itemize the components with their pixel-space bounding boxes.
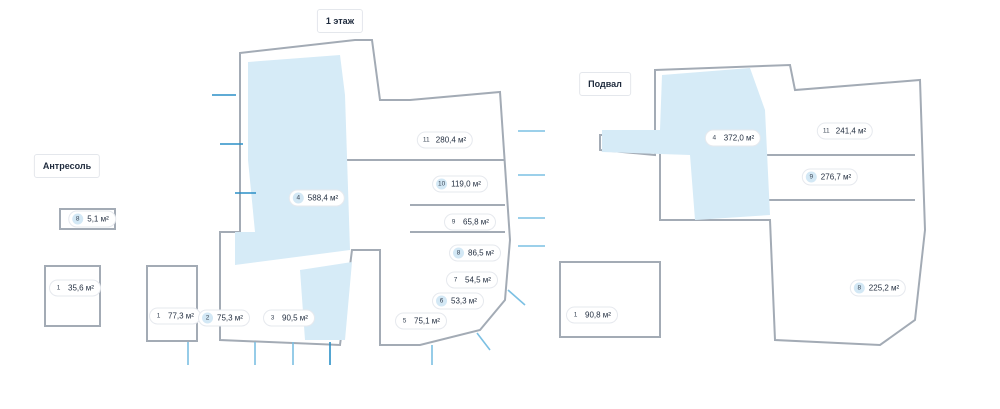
room-area: 225,2 м²: [868, 283, 900, 293]
room-number: 4: [712, 134, 717, 142]
floor1-outline: [219, 39, 512, 347]
floor1-room-4-highlight-lower: [300, 262, 352, 340]
floor1-title: 1 этаж: [316, 9, 364, 33]
room-number: 1: [56, 284, 61, 292]
room-area: 35,6 м²: [68, 283, 94, 293]
basement-room-label[interactable]: 11 241,4 м²: [816, 122, 874, 140]
room-number: 1: [573, 311, 578, 319]
room-number: 3: [270, 314, 275, 322]
basement-room-label[interactable]: 1 90,8 м²: [566, 306, 618, 324]
room-area: 276,7 м²: [820, 172, 852, 182]
room-area: 75,3 м²: [217, 313, 243, 323]
room-number: 9: [805, 171, 817, 183]
room-number: 5: [402, 317, 407, 325]
room-area: 119,0 м²: [451, 179, 481, 189]
floor1-room-4-highlight: [235, 55, 350, 265]
room-number: 11: [822, 127, 830, 135]
room-number: 6: [436, 295, 448, 307]
mezzanine-room-label[interactable]: 1 35,6 м²: [49, 279, 101, 297]
floor1-room-label[interactable]: 5 75,1 м²: [395, 312, 447, 330]
room-number: 1: [156, 312, 161, 320]
room-number: 8: [453, 247, 465, 259]
room-area: 75,1 м²: [414, 316, 440, 326]
room-area: 54,5 м²: [465, 275, 491, 285]
entrance-arrows: [187, 94, 545, 365]
basement-title: Подвал: [579, 72, 631, 96]
room-area: 588,4 м²: [307, 193, 339, 203]
room-area: 90,8 м²: [585, 310, 611, 320]
room-number: 8: [853, 282, 865, 294]
room-number: 7: [453, 276, 458, 284]
floor1-room-label[interactable]: 7 54,5 м²: [446, 271, 498, 289]
floor1-room-label[interactable]: 9 65,8 м²: [444, 213, 496, 231]
floor1-room-label[interactable]: 11 280,4 м²: [416, 131, 474, 149]
room-area: 280,4 м²: [435, 135, 467, 145]
room-area: 5,1 м²: [87, 214, 109, 224]
basement-outline: [599, 63, 927, 347]
room-number: 11: [422, 136, 430, 144]
basement-room-1: [559, 261, 661, 338]
room-number: 10: [436, 178, 448, 190]
room-area: 77,3 м²: [168, 311, 194, 321]
room-area: 90,5 м²: [282, 313, 308, 323]
room-number: 8: [72, 213, 84, 225]
basement-room-4-highlight: [602, 68, 770, 220]
mezzanine-room-1b: [146, 265, 198, 342]
room-number: 4: [292, 192, 304, 204]
room-number: 2: [202, 312, 214, 324]
basement-room-label[interactable]: 4 372,0 м²: [704, 129, 762, 147]
room-area: 86,5 м²: [468, 248, 494, 258]
floor1-room-label[interactable]: 3 90,5 м²: [263, 309, 315, 327]
mezzanine-room-1a: [44, 265, 101, 327]
mezzanine-room-label[interactable]: 1 77,3 м²: [149, 307, 201, 325]
mezzanine-title: Антресоль: [33, 154, 101, 178]
room-number: 9: [451, 218, 456, 226]
room-area: 241,4 м²: [835, 126, 867, 136]
room-area: 53,3 м²: [451, 296, 477, 306]
room-area: 65,8 м²: [463, 217, 489, 227]
room-area: 372,0 м²: [723, 133, 755, 143]
